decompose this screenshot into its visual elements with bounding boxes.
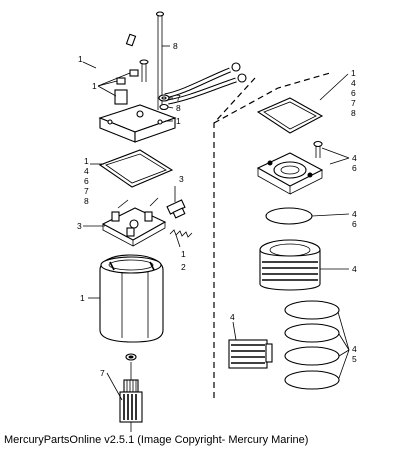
terminal-nuts-part — [114, 59, 149, 105]
o-rings-stack-part — [284, 300, 340, 390]
brush-spring-part — [169, 229, 193, 238]
end-cap-part — [98, 104, 177, 143]
callout-spring-2: 2 — [181, 262, 186, 272]
brush-holder-part — [228, 339, 273, 369]
gasket-right-part — [256, 97, 324, 134]
callout-hose: 1 — [78, 54, 83, 64]
bearing-cap-part — [256, 152, 324, 195]
assembly-divider-dashed-line — [213, 72, 331, 398]
gasket-left-part — [98, 149, 174, 188]
long-screw-part — [155, 11, 165, 110]
wire-leads-part — [164, 62, 247, 105]
brush-plate-part — [101, 197, 167, 247]
callout-long-screw: 8 — [173, 41, 178, 51]
callout-washer-8: 8 — [176, 103, 181, 113]
callout-armature: 7 — [100, 368, 105, 378]
field-magnet-part — [259, 239, 321, 291]
screw-right-part — [313, 140, 323, 158]
callout-field-magnet: 4 — [352, 264, 357, 274]
motor-housing-part — [99, 254, 164, 343]
hose-part — [81, 33, 137, 96]
callout-terminal-nuts: 1 — [92, 81, 97, 91]
callout-spring-1: 1 — [181, 249, 186, 259]
washers-part — [158, 94, 170, 111]
callout-brush-plate: 3 — [77, 221, 82, 231]
o-ring-part — [265, 207, 313, 225]
armature-part — [119, 362, 143, 432]
leader-lines — [82, 45, 350, 401]
image-caption: MercuryPartsOnline v2.5.1 (Image Copyrig… — [4, 434, 309, 446]
callout-housing: 1 — [80, 293, 85, 303]
callout-brushes-right: 3 — [179, 174, 184, 184]
callout-end-cap: 1 — [176, 116, 181, 126]
callout-washer-7: 7 — [176, 93, 181, 103]
callout-brush-holder: 4 — [230, 312, 235, 322]
thrust-washer-part — [125, 353, 137, 361]
brushes-part — [166, 199, 186, 219]
